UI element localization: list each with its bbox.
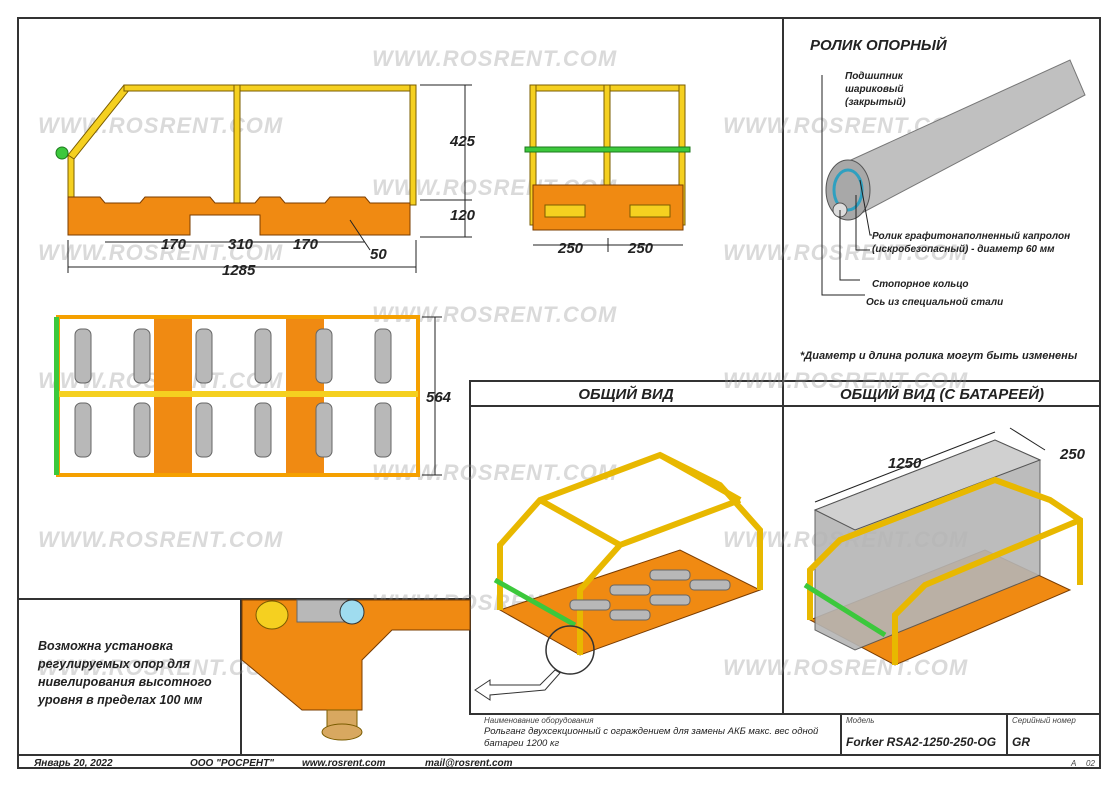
front-view-drawing xyxy=(524,84,691,252)
roller-drawing xyxy=(821,59,1086,296)
label-bearing: Подшипник шариковый (закрытый) xyxy=(845,71,906,108)
watermark: WWW.ROSRENT.COM xyxy=(38,655,284,680)
watermark: WWW.ROSRENT.COM xyxy=(38,240,284,265)
footer-company: ООО "РОСРЕНТ" xyxy=(190,758,274,769)
divider-detail xyxy=(240,598,242,756)
name-label: Наименование оборудования xyxy=(484,716,594,725)
titleblock-div2 xyxy=(1006,713,1008,756)
view-title-general: ОБЩИЙ ВИД xyxy=(578,386,674,403)
divider-views-left xyxy=(469,380,471,715)
sheet-a: А xyxy=(1071,759,1077,768)
titleblock-div1 xyxy=(840,713,842,756)
detail-arrow xyxy=(474,669,561,701)
sheet-no: 02 xyxy=(1086,759,1095,768)
dim-seg2: 310 xyxy=(228,236,254,253)
serial-value: GR xyxy=(1012,735,1030,749)
drawing-frame xyxy=(17,17,1101,769)
titleblock-top xyxy=(469,713,1101,715)
general-view-drawing xyxy=(493,451,763,675)
model-value: Forker RSA2-1250-250-OG xyxy=(846,735,997,749)
side-view-drawing xyxy=(55,84,472,273)
model-label: Модель xyxy=(846,716,875,725)
label-ring: Стопорное кольцо xyxy=(872,279,969,290)
watermark: WWW.ROSRENT.COM xyxy=(372,302,618,327)
dim-length: 1285 xyxy=(222,262,256,279)
watermark: WWW.ROSRENT.COM xyxy=(38,527,284,552)
dim-front-left: 250 xyxy=(558,240,584,257)
dim-height-base: 120 xyxy=(450,207,476,224)
roller-title: РОЛИК ОПОРНЫЙ xyxy=(810,37,947,54)
dim-seg1: 170 xyxy=(161,236,187,253)
name-value: Рольганг двухсекционный с ограждением дл… xyxy=(484,726,819,749)
detail-note: Возможна установка регулируемых опор для… xyxy=(38,639,212,707)
dim-seg3: 170 xyxy=(293,236,319,253)
watermark: WWW.ROSRENT.COM xyxy=(372,460,618,485)
view-title-battery: ОБЩИЙ ВИД (С БАТАРЕЕЙ) xyxy=(839,386,1045,403)
dim-height-frame: 425 xyxy=(450,133,476,150)
footer-mail: mail@rosrent.com xyxy=(425,758,513,769)
top-view-drawing xyxy=(54,315,442,477)
dim-offset: 50 xyxy=(370,246,387,263)
watermark: WWW.ROSRENT.COM xyxy=(723,368,969,393)
footer-date: Январь 20, 2022 xyxy=(34,758,113,769)
watermark: WWW.ROSRENT.COM xyxy=(723,655,969,680)
label-axis: Ось из специальной стали xyxy=(866,297,1004,308)
footer-site: www.rosrent.com xyxy=(302,758,386,769)
watermark: WWW.ROSRENT.COM xyxy=(723,240,969,265)
dim-front-right: 250 xyxy=(628,240,654,257)
dim-battery-length: 1250 xyxy=(888,455,922,472)
serial-label: Серийный номер xyxy=(1012,716,1076,725)
watermark: WWW.ROSRENT.COM xyxy=(38,113,284,138)
battery-view-drawing xyxy=(803,427,1083,666)
divider-footer xyxy=(17,754,1101,756)
divider-views-top xyxy=(469,380,1101,382)
divider-views-header xyxy=(469,405,1101,407)
divider-bottom-left xyxy=(17,598,471,600)
dim-width: 564 xyxy=(426,389,452,406)
divider-right-panel xyxy=(782,17,784,713)
dim-battery-width: 250 xyxy=(1060,446,1086,463)
roller-note: *Диаметр и длина ролика могут быть измен… xyxy=(800,350,1078,362)
watermark: WWW.ROSRENT.COM xyxy=(372,46,618,71)
detail-foot-drawing xyxy=(241,599,471,741)
label-roller: Ролик графитонаполненный капролон (искро… xyxy=(872,231,1071,255)
